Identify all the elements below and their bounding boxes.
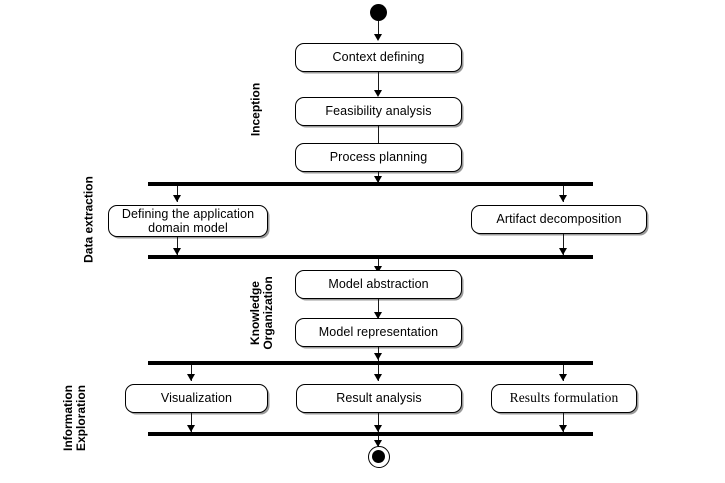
activity-label: Process planning	[329, 150, 428, 165]
activity-results-formulation[interactable]: Results formulation	[491, 384, 637, 413]
arrowhead-icon	[374, 266, 382, 273]
activity-label: Context defining	[332, 50, 425, 65]
flow-edge-fork1-to-artifact	[563, 186, 564, 202]
arrowhead-icon	[374, 374, 382, 381]
activity-visualization[interactable]: Visualization	[125, 384, 268, 413]
arrowhead-icon	[187, 374, 195, 381]
initial-node	[370, 4, 387, 21]
flow-edge-model-abstraction-to-representation	[378, 299, 379, 319]
activity-model-representation[interactable]: Model representation	[295, 318, 462, 347]
flow-edge-domain-model-to-join1	[177, 237, 178, 256]
activity-defining-application-domain-model[interactable]: Defining the application domain model	[108, 205, 268, 237]
phase-label-data-extraction: Data extraction	[81, 176, 96, 263]
arrowhead-icon	[559, 195, 567, 202]
flow-edge-fork2-to-results-formulation	[563, 365, 564, 381]
activity-label: Model abstraction	[328, 277, 429, 292]
activity-process-planning[interactable]: Process planning	[295, 143, 462, 172]
activity-label: Visualization	[160, 391, 233, 406]
activity-label: Feasibility analysis	[325, 104, 432, 119]
phase-label-inception: Inception	[248, 82, 263, 137]
arrowhead-icon	[559, 248, 567, 255]
phase-label-knowledge-organization: Knowledge Organization	[248, 276, 275, 350]
arrowhead-icon	[374, 425, 382, 432]
arrowhead-icon	[374, 34, 382, 41]
final-node	[368, 446, 390, 468]
flow-edge-artifact-to-join1	[563, 234, 564, 256]
flow-edge-result-analysis-to-join2	[378, 413, 379, 432]
activity-label: Model representation	[318, 325, 439, 340]
fork-bar-2	[148, 361, 593, 365]
arrowhead-icon	[559, 374, 567, 381]
arrowhead-icon	[187, 425, 195, 432]
activity-label: Result analysis	[336, 391, 422, 406]
activity-feasibility-analysis[interactable]: Feasibility analysis	[295, 97, 462, 126]
arrowhead-icon	[374, 312, 382, 319]
flow-edge-start-to-context	[378, 21, 379, 36]
activity-label: Defining the application domain model	[121, 206, 255, 236]
activity-label: Artifact decomposition	[496, 212, 622, 227]
arrowhead-icon	[173, 248, 181, 255]
activity-result-analysis[interactable]: Result analysis	[296, 384, 462, 413]
arrowhead-icon	[173, 195, 181, 202]
join-bar-2	[148, 432, 593, 436]
activity-artifact-decomposition[interactable]: Artifact decomposition	[471, 205, 647, 234]
fork-bar-1	[148, 182, 593, 186]
arrowhead-icon	[374, 440, 382, 447]
flow-edge-fork2-to-visualization	[191, 365, 192, 381]
activity-label: Results formulation	[509, 390, 619, 406]
flow-edge-context-to-feasibility	[378, 72, 379, 93]
activity-context-defining[interactable]: Context defining	[295, 43, 462, 72]
arrowhead-icon	[559, 425, 567, 432]
flow-edge-visualization-to-join2	[191, 413, 192, 432]
flow-edge-results-formulation-to-join2	[563, 413, 564, 432]
arrowhead-icon	[374, 90, 382, 97]
arrowhead-icon	[374, 353, 382, 360]
flow-edge-fork1-to-domain-model	[177, 186, 178, 202]
arrowhead-icon	[374, 176, 382, 183]
phase-label-information-exploration: Information Exploration	[61, 385, 88, 452]
activity-model-abstraction[interactable]: Model abstraction	[295, 270, 462, 299]
join-bar-1	[148, 255, 593, 259]
flow-edge-feasibility-to-process	[378, 126, 379, 147]
flow-edge-fork2-to-result-analysis	[378, 365, 379, 381]
